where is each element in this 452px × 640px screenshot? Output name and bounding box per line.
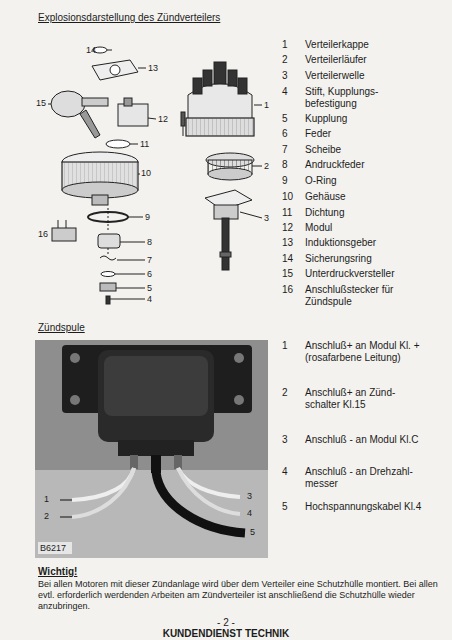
callout-number: 3 <box>247 491 252 501</box>
section-heading: Zündspule <box>38 322 85 334</box>
note-heading: Wichtig! <box>38 566 77 578</box>
callout-number: 14 <box>86 45 96 55</box>
callout-number: 2 <box>264 161 269 171</box>
callout-number: 6 <box>147 269 152 279</box>
list-number: 6 <box>282 128 302 140</box>
note-text: Bei allen Motoren mit dieser Zündanlage … <box>38 579 438 612</box>
list-number: 10 <box>282 191 302 203</box>
part-name: Verteilerwelle <box>305 70 430 82</box>
list-number: 4 <box>282 86 302 98</box>
part-name: Andruckfeder <box>305 159 430 171</box>
callout-number: 4 <box>247 508 252 518</box>
callout-number: 5 <box>250 527 255 537</box>
callout-number: 3 <box>264 213 269 223</box>
list-number: 16 <box>282 284 302 296</box>
callout-number: 7 <box>147 255 152 265</box>
list-number: 5 <box>282 113 302 125</box>
callout-number: 13 <box>148 63 158 73</box>
terminal-description: Anschluß+ an Zünd- schalter Kl.15 <box>305 387 425 411</box>
ignition-coil-photo <box>35 340 268 558</box>
part-name: Feder <box>305 128 430 140</box>
footer: KUNDENDIENST TECHNIK <box>126 628 326 640</box>
page-number: - 2 - <box>176 617 276 629</box>
list-number: 5 <box>282 501 302 513</box>
list-number: 3 <box>282 434 302 446</box>
part-name: O-Ring <box>305 175 430 187</box>
part-name: Unterdruckversteller <box>305 268 430 280</box>
terminal-description: Hochspannungskabel Kl.4 <box>305 501 425 513</box>
list-number: 2 <box>282 54 302 66</box>
terminal-description: Anschluß - an Drehzahl- messer <box>305 466 425 490</box>
callout-number: 2 <box>44 511 49 521</box>
distributor-exploded-view <box>48 47 262 304</box>
callout-number: 10 <box>141 168 151 178</box>
part-name: Verteilerkappe <box>305 39 430 51</box>
callout-number: 4 <box>147 294 152 304</box>
callout-number: 12 <box>158 114 168 124</box>
terminal-description: Anschluß - an Modul Kl.C <box>305 434 425 446</box>
callout-number: 11 <box>140 139 149 149</box>
list-number: 9 <box>282 175 302 187</box>
list-number: 1 <box>282 39 302 51</box>
list-number: 14 <box>282 253 302 265</box>
part-name: Verteilerläufer <box>305 54 430 66</box>
list-number: 8 <box>282 159 302 171</box>
list-number: 4 <box>282 466 302 478</box>
list-number: 7 <box>282 144 302 156</box>
callout-number: 5 <box>147 283 152 293</box>
part-name: Modul <box>305 222 430 234</box>
page-heading: Explosionsdarstellung des Zündverteilers <box>38 12 220 24</box>
list-number: 11 <box>282 207 302 219</box>
terminal-description: Anschluß+ an Modul Kl. + (rosafarbene Le… <box>305 340 425 364</box>
list-number: 15 <box>282 268 302 280</box>
callout-number: 1 <box>264 100 269 110</box>
part-name: Kupplung <box>305 113 430 125</box>
list-number: 12 <box>282 222 302 234</box>
part-name: Scheibe <box>305 144 430 156</box>
callout-number: 9 <box>145 212 150 222</box>
part-name: Dichtung <box>305 207 430 219</box>
list-number: 13 <box>282 237 302 249</box>
callout-number: 15 <box>36 98 46 108</box>
part-name: Gehäuse <box>305 191 430 203</box>
callout-number: 8 <box>147 237 152 247</box>
list-number: 2 <box>282 387 302 399</box>
list-number: 3 <box>282 70 302 82</box>
callout-number: 16 <box>38 229 48 239</box>
list-number: 1 <box>282 340 302 352</box>
callout-number: 1 <box>44 494 49 504</box>
part-name: Stift, Kupplungs- befestigung <box>305 86 430 110</box>
part-name: Sicherungsring <box>305 253 430 265</box>
part-name: Anschlußstecker für Zündspule <box>305 284 430 308</box>
figure-number: B6217 <box>40 543 66 553</box>
part-name: Induktionsgeber <box>305 237 430 249</box>
